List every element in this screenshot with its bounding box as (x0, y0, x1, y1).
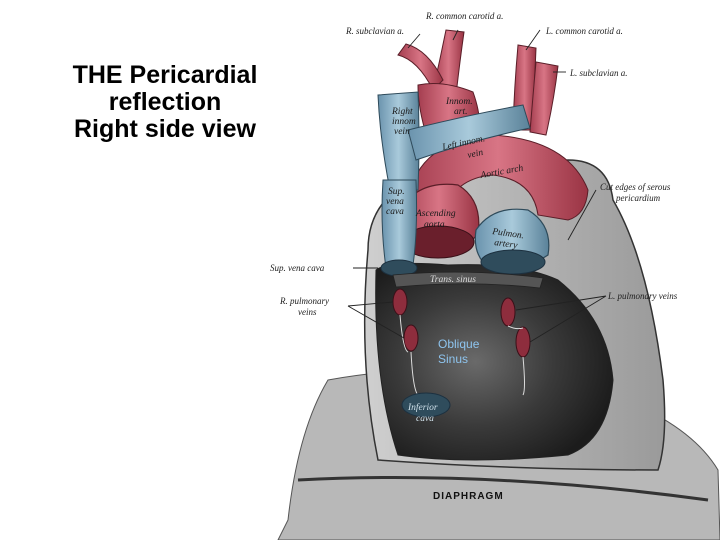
label-svc-in-2: vena (386, 197, 404, 207)
leader-cut-edges (567, 189, 597, 241)
label-r-common-carotid: R. common carotid a. (425, 11, 503, 21)
label-inferior-vena-cava-1: Inferior (407, 402, 438, 413)
title-line-1: THE Pericardial (72, 61, 258, 89)
label-oblique-sinus-1: Oblique (438, 337, 480, 351)
label-cut-edges-2: pericardium (615, 193, 661, 203)
label-right-innom-vein-3: vein (394, 127, 410, 137)
label-ascending-aorta-2: aorta (424, 220, 445, 230)
label-trans-sinus: Trans. sinus (430, 275, 476, 285)
right-lower-pulmonary-vein (403, 324, 419, 352)
label-innom-art-2: art. (454, 107, 467, 117)
left-lower-pulmonary-vein (515, 326, 531, 358)
label-r-subclavian: R. subclavian a. (345, 26, 404, 36)
left-innominate-vein (407, 104, 531, 161)
right-upper-pulmonary-vein (392, 288, 408, 316)
leader-r-common-carotid (452, 29, 459, 41)
label-l-common-carotid: L. common carotid a. (545, 26, 623, 36)
label-svc-in-1: Sup. (388, 187, 405, 197)
title-line-2: reflection (108, 88, 222, 116)
label-right-innom-vein-2: innom (392, 117, 416, 127)
leader-r-subclavian (407, 33, 421, 49)
label-inferior-vena-cava-2: cava (416, 414, 434, 424)
leader-l-pulmonary-veins (515, 295, 607, 343)
label-left-innom-vein-2: vein (467, 148, 485, 161)
label-l-pulmonary-veins: L. pulmonary veins (607, 291, 678, 301)
diaphragm-band (297, 476, 709, 502)
title-line-3: Right side view (74, 115, 256, 143)
label-diaphragm: DIAPHRAGM (433, 491, 504, 502)
pericardial-reflection-illustration: R. common carotid a. R. subclavian a. L.… (270, 11, 720, 540)
right-innominate-vein (377, 91, 420, 191)
leader-r-pulmonary-veins (347, 301, 405, 339)
label-oblique-sinus-2: Sinus (438, 352, 468, 366)
label-ascending-aorta-1: Ascending (415, 209, 456, 219)
oblique-sinus-reflection (399, 314, 525, 396)
label-pulmonary-artery-1: Pulmon. (491, 227, 525, 241)
pulmonary-artery-lumen (480, 249, 546, 275)
inferior-vena-cava (401, 392, 451, 418)
label-sup-vena-cava: Sup. vena cava (270, 263, 325, 273)
transverse-sinus (392, 271, 544, 289)
right-subclavian-artery (397, 43, 444, 91)
slide-title: THE Pericardial reflection Right side vi… (20, 62, 310, 143)
label-innom-art-1: Innom. (445, 97, 473, 107)
leader-l-common-carotid (525, 29, 541, 51)
left-subclavian-artery (529, 61, 559, 136)
label-r-pulmonary-veins-1: R. pulmonary (279, 296, 329, 306)
label-pulmonary-artery-2: artery (494, 238, 519, 251)
label-r-pulmonary-veins-2: veins (298, 307, 317, 317)
left-upper-pulmonary-vein (500, 297, 516, 327)
label-svc-in-3: cava (386, 207, 404, 217)
label-cut-edges-1: Cut edges of serous (600, 182, 671, 192)
label-right-innom-vein-1: Right (391, 107, 413, 117)
label-l-subclavian: L. subclavian a. (569, 68, 628, 78)
